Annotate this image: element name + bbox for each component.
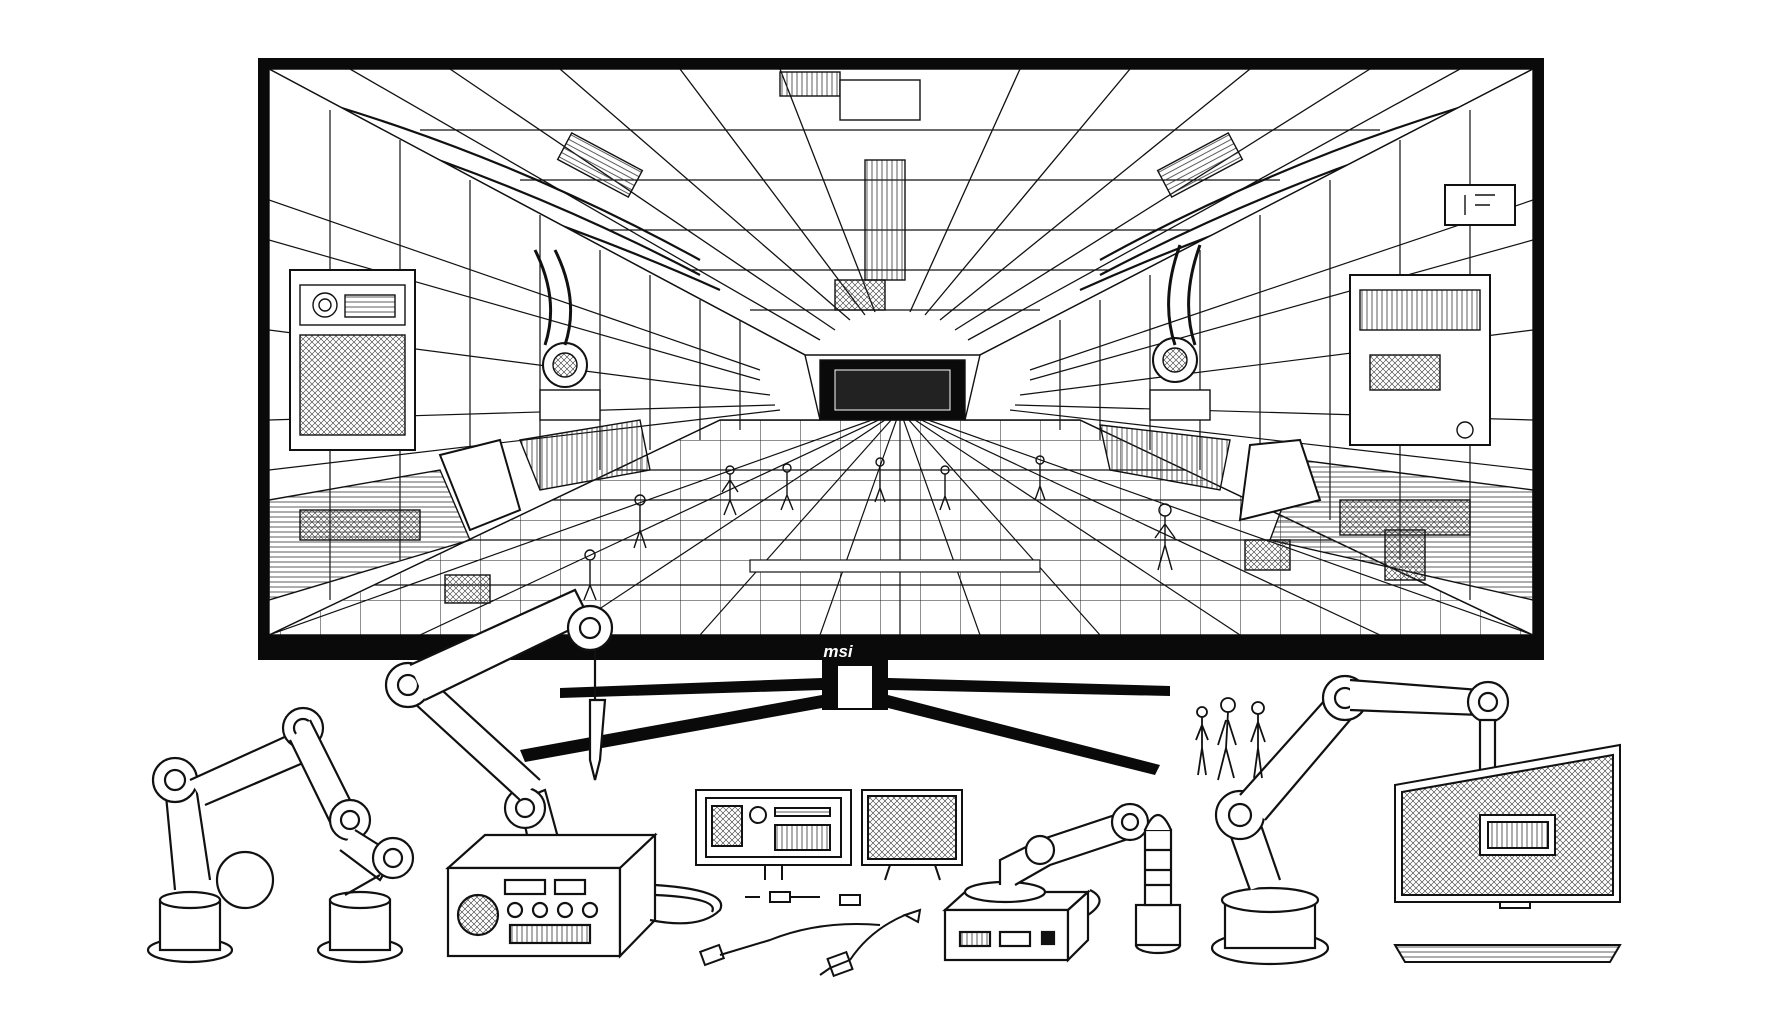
stand-leg-left xyxy=(560,678,822,698)
tool-cylinder xyxy=(1134,813,1182,955)
control-box xyxy=(445,832,723,959)
corridor-figures xyxy=(444,455,1426,604)
small-monitor-2 xyxy=(861,789,963,881)
fan-icon xyxy=(456,893,500,937)
person-figures xyxy=(1195,697,1266,781)
small-monitor-1 xyxy=(695,789,852,880)
right-wall-panel xyxy=(1349,184,1516,446)
robot-arm-left xyxy=(146,706,415,964)
cables xyxy=(698,891,922,978)
desktop-monitor xyxy=(1393,743,1622,963)
floor-lines xyxy=(269,409,1533,635)
robot-arm-small xyxy=(942,802,1150,963)
right-wall-machine xyxy=(1149,244,1211,421)
left-wall-panel xyxy=(289,269,416,451)
main-monitor: msi xyxy=(258,58,1544,775)
monitor-stand xyxy=(520,660,1170,775)
robot-arm-right xyxy=(1210,674,1510,966)
stand-leg-right xyxy=(888,678,1170,696)
keyboard xyxy=(1393,944,1622,963)
left-wall-machine xyxy=(533,249,601,421)
monitor-brand-logo: msi xyxy=(823,642,854,661)
left-consoles xyxy=(269,419,651,601)
corridor-scene xyxy=(269,69,1533,635)
